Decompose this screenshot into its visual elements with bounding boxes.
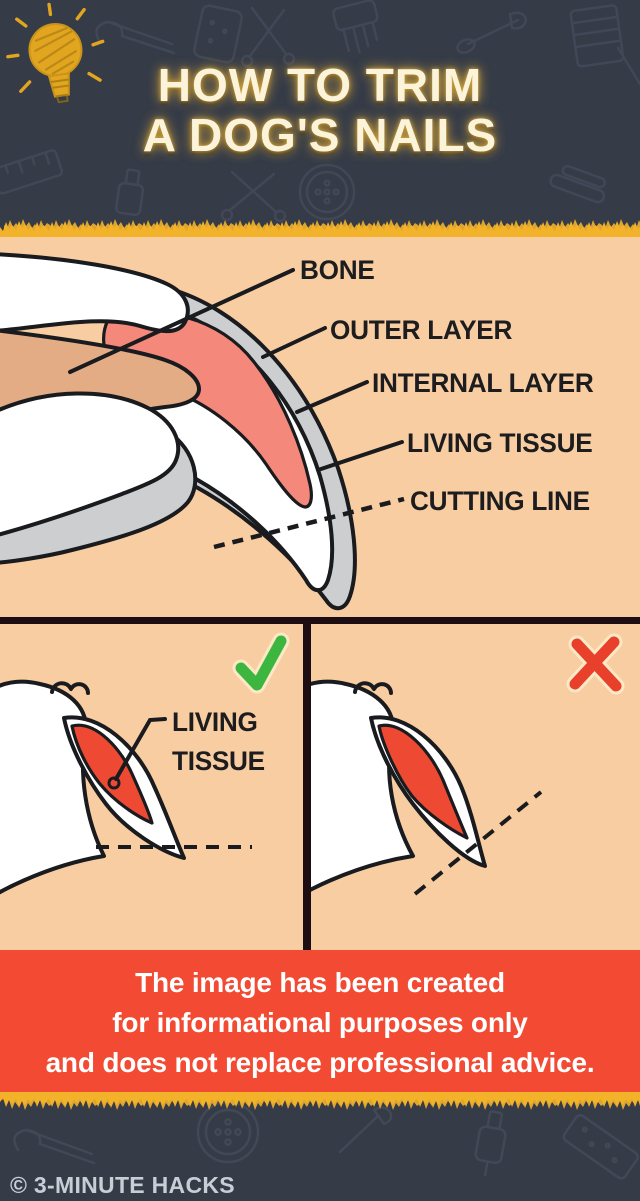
leader-bone [68, 268, 295, 374]
lightbulb-icon [6, 2, 105, 104]
disclaimer-line-3: and does not replace professional advice… [45, 1047, 595, 1078]
leader-living-tissue [316, 440, 404, 472]
paw-top-fur [0, 252, 190, 334]
correct-cut-illustration [0, 632, 290, 895]
disclaimer-line-1: The image has been created [135, 967, 505, 998]
pencil-icon [616, 46, 640, 86]
ruler-icon [562, 1114, 639, 1180]
horizontal-divider [0, 617, 640, 624]
nail-polish-icon [115, 168, 145, 217]
comb-icon [332, 0, 379, 54]
anatomy-section: BONE OUTER LAYER INTERNAL LAYER LIVING T… [0, 236, 640, 617]
leader-outer-layer [261, 326, 327, 359]
makeup-brush-icon [456, 11, 528, 54]
paw-blob [227, 679, 415, 926]
safety-pin-icon [13, 1128, 96, 1165]
header-section: HOW TO TRIM A DOG'S NAILS [0, 0, 640, 236]
disclaimer-banner: The image has been created for informati… [0, 950, 640, 1100]
vertical-divider [303, 617, 311, 950]
leader-dot [107, 776, 121, 790]
footer-section: © 3-MINUTE HACKS [0, 1100, 640, 1201]
leader-living-tissue [114, 717, 167, 781]
label-outer-layer: OUTER LAYER [330, 315, 513, 345]
page-title: HOW TO TRIM A DOG'S NAILS [0, 60, 640, 160]
living-tissue-quick [70, 723, 154, 825]
label-bone: BONE [300, 255, 375, 285]
nail-anatomy-illustration [0, 252, 405, 611]
safety-pin-icon [95, 20, 176, 55]
cutting-line-dashed [413, 790, 543, 896]
ruler-icon [0, 149, 64, 195]
credit-text: © 3-MINUTE HACKS [10, 1172, 235, 1198]
nail-clipper-icon [549, 164, 606, 204]
label-cutting-line: CUTTING LINE [410, 486, 590, 516]
panel-label-line-1: LIVING [172, 707, 258, 737]
check-icon [232, 632, 290, 694]
leader-internal-layer [295, 380, 369, 414]
thread-spool-icon [569, 4, 625, 68]
cutting-line-dashed [213, 496, 405, 550]
screwdriver-icon [338, 1106, 393, 1154]
panel-correct-cut: LIVING TISSUE [0, 624, 303, 950]
torn-edge-bottom [0, 1092, 640, 1112]
panel-incorrect-cut [227, 624, 640, 950]
paw-pad-white [0, 391, 181, 537]
panel-label-line-2: TISSUE [172, 746, 265, 776]
label-internal-layer: INTERNAL LAYER [372, 368, 594, 398]
header-doodles [0, 0, 640, 223]
scissors-icon [240, 6, 296, 68]
panel-label-living-tissue: LIVING TISSUE [172, 703, 265, 781]
cross-icon [566, 633, 625, 695]
label-living-tissue: LIVING TISSUE [407, 428, 593, 458]
title-line-2: A DOG'S NAILS [142, 109, 498, 161]
scissors-icon [220, 170, 287, 223]
living-tissue-quick [377, 723, 469, 840]
title-line-1: HOW TO TRIM [157, 59, 483, 111]
button-icon [298, 163, 356, 221]
grater-icon [193, 4, 243, 64]
incorrect-cut-illustration [227, 633, 625, 926]
paw-knuckles [50, 681, 90, 695]
paw-knuckles [353, 681, 393, 695]
nail-polish-icon [474, 1110, 507, 1177]
disclaimer-line-2: for informational purposes only [112, 1007, 528, 1038]
torn-edge-top: #jag path{fill:var(--torn-yellow);} [0, 217, 640, 237]
